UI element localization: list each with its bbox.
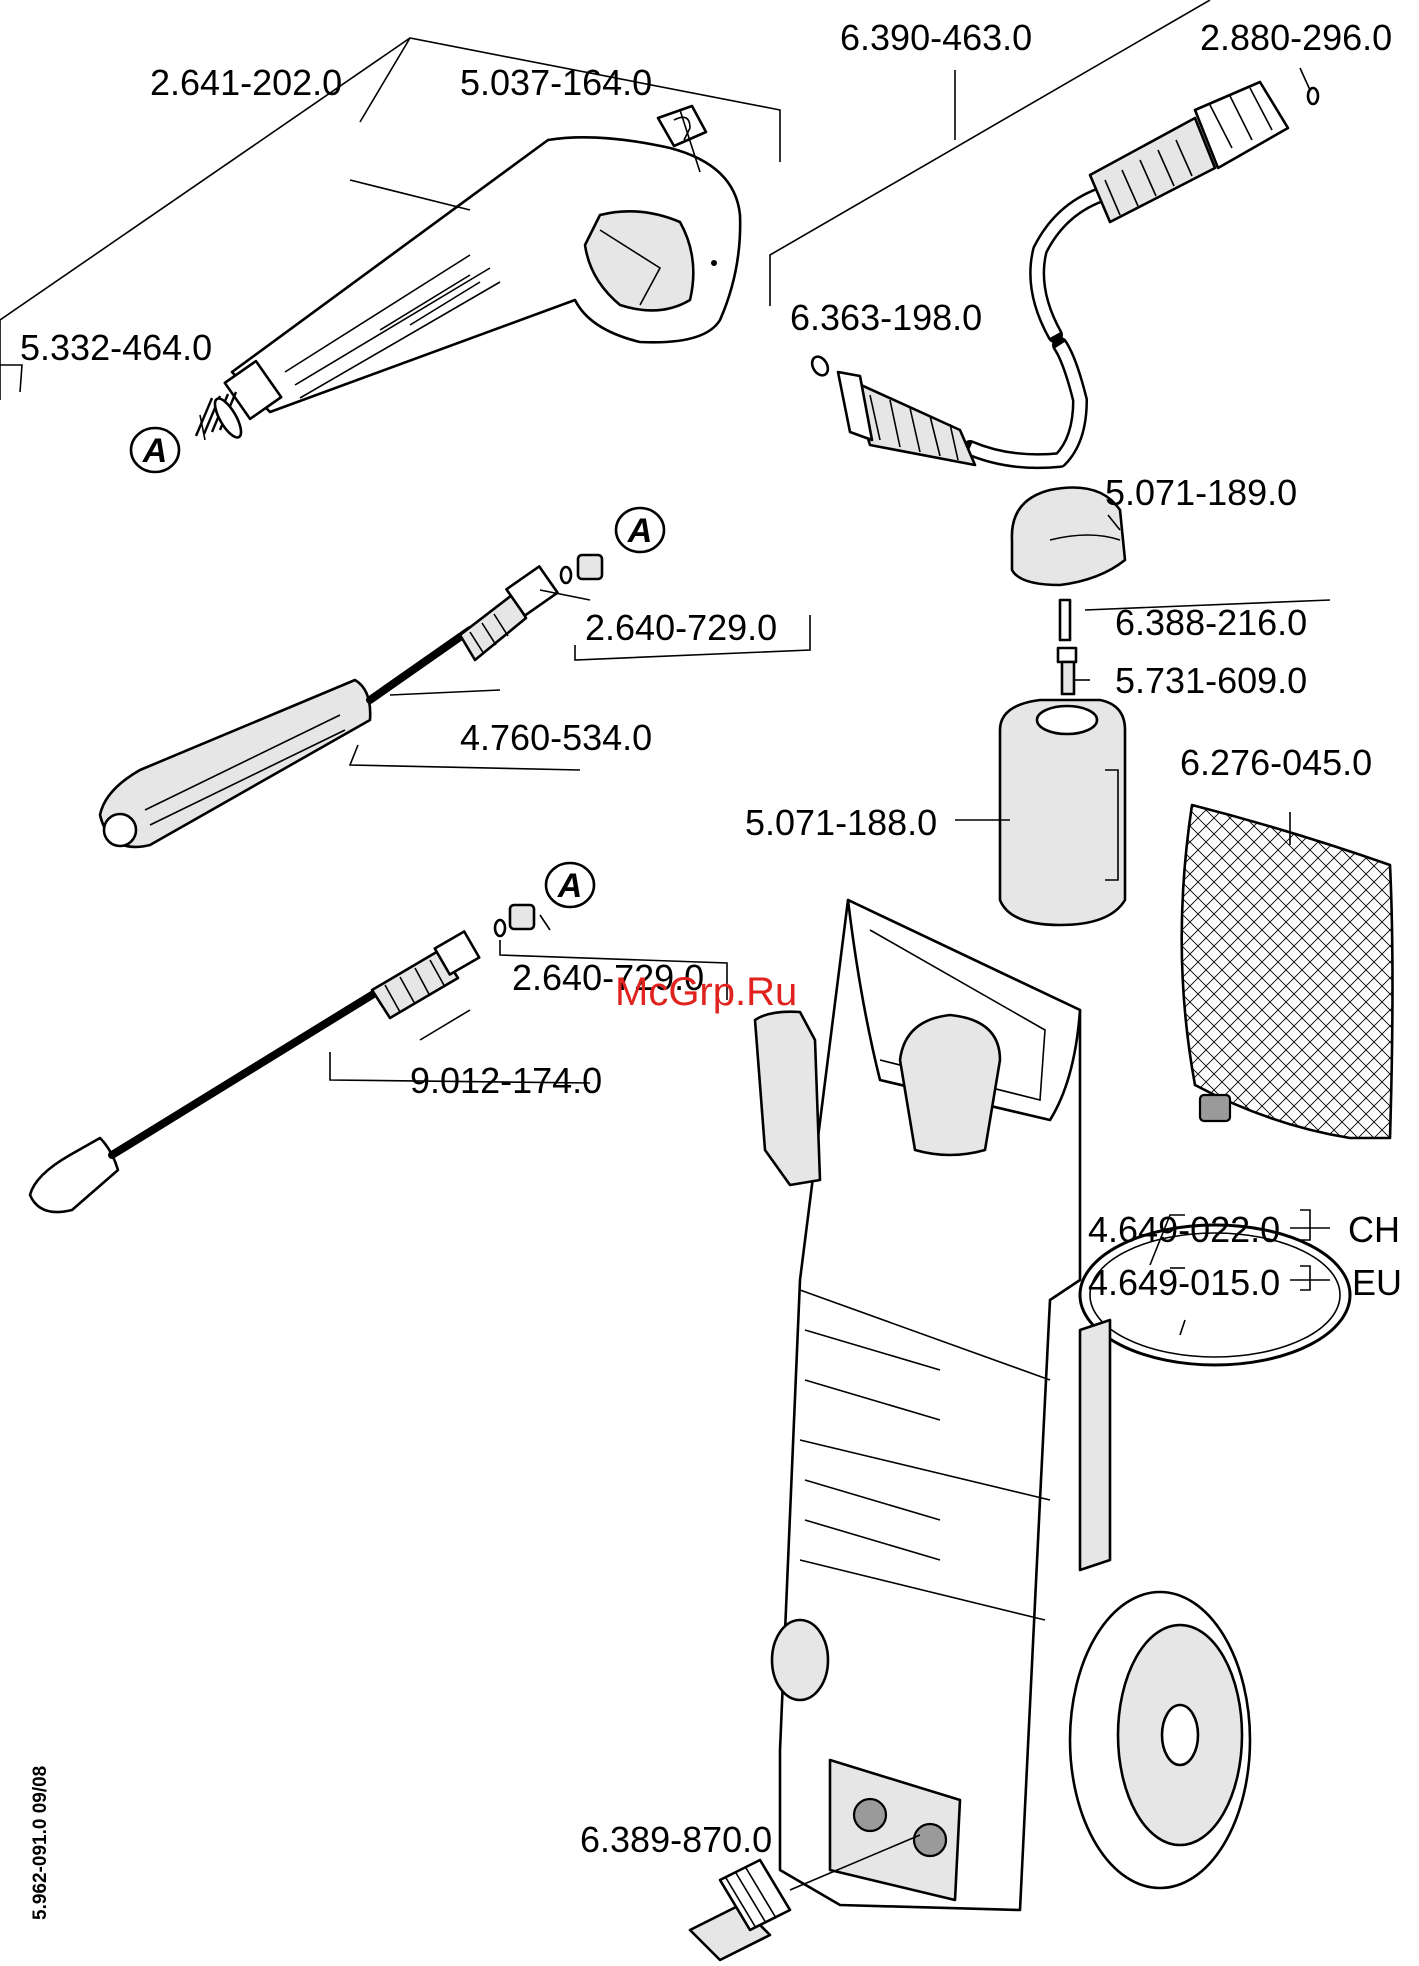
label-cable-eu: 4.649-015.0: [1088, 1262, 1280, 1303]
label-hose-set: 6.390-463.0: [840, 17, 1032, 58]
detergent-nipple: [1058, 648, 1076, 694]
ref-marker-a-spring: A: [131, 428, 179, 472]
label-o-ring-top: 2.880-296.0: [1200, 17, 1392, 58]
label-bottle: 5.071-188.0: [745, 802, 937, 843]
lance-holster: [755, 1012, 820, 1185]
label-tube: 6.388-216.0: [1115, 602, 1307, 643]
label-region-ch: CH: [1348, 1209, 1400, 1250]
label-region-eu: EU: [1352, 1262, 1402, 1303]
label-cable-ch: 4.649-022.0: [1088, 1209, 1280, 1250]
label-dirt-blaster: 9.012-174.0: [410, 1060, 602, 1101]
label-spring: 5.332-464.0: [20, 327, 212, 368]
ref-marker-label: A: [142, 432, 168, 470]
label-cap: 5.071-189.0: [1105, 472, 1297, 513]
wheel: [1070, 1592, 1250, 1888]
high-pressure-hose: [838, 82, 1288, 465]
trigger-gun: [225, 137, 740, 419]
label-spray-lance: 4.760-534.0: [460, 717, 652, 758]
label-clip: 5.037-164.0: [460, 62, 652, 103]
ref-marker-a-blaster: A: [546, 863, 594, 907]
detergent-tube: [1060, 600, 1070, 640]
label-coupling: 6.389-870.0: [580, 1819, 772, 1860]
pressure-washer-body: [772, 900, 1080, 1910]
detergent-bottle: [1000, 700, 1125, 925]
o-ring-hose: [809, 354, 831, 378]
document-code: 5.962-091.0 09/08: [30, 1766, 51, 1920]
label-nozzle-kit-1: 2.640-729.0: [585, 607, 777, 648]
label-net-bag: 6.276-045.0: [1180, 742, 1372, 783]
nozzle-kit-1: [561, 555, 602, 583]
label-nipple: 5.731-609.0: [1115, 660, 1307, 701]
ref-marker-label: A: [627, 512, 653, 550]
nozzle-kit-2: [495, 905, 534, 936]
clip: [658, 106, 706, 146]
spray-lance: [100, 566, 558, 847]
watermark: McGrp.Ru: [615, 970, 797, 1014]
ref-marker-label: A: [557, 867, 583, 905]
label-trigger-gun: 2.641-202.0: [150, 62, 342, 103]
o-ring-top: [1308, 88, 1318, 104]
ref-marker-a-lance: A: [616, 508, 664, 552]
label-o-ring-hose: 6.363-198.0: [790, 297, 982, 338]
